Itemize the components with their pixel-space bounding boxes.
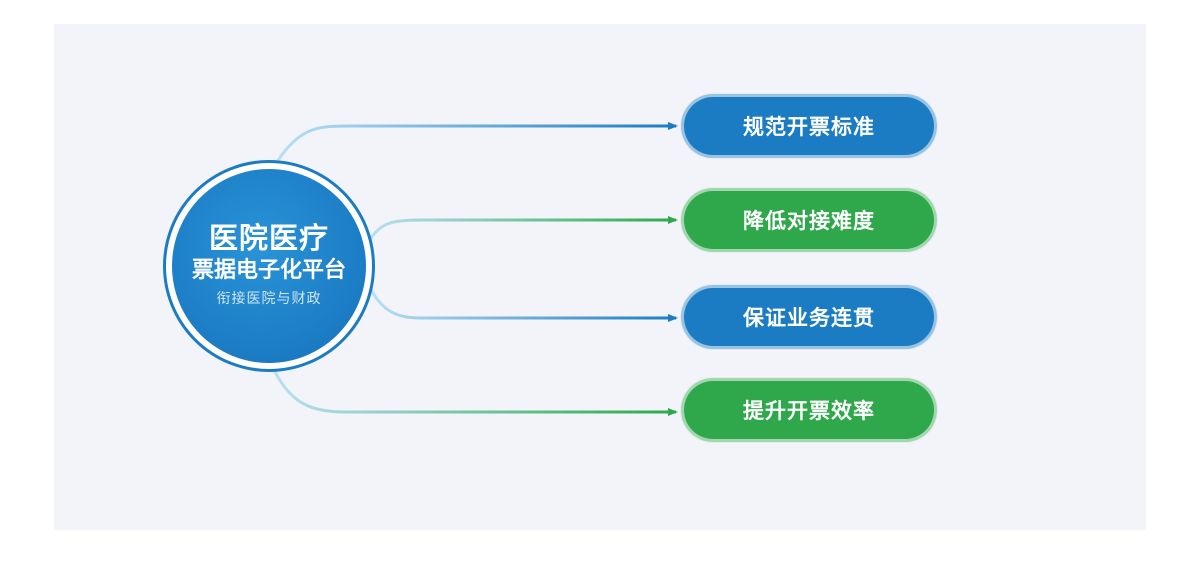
hub-note: 衔接医院与财政 xyxy=(216,291,322,307)
hub-title: 医院医疗 xyxy=(208,221,329,255)
connector-1 xyxy=(275,122,678,163)
connector-3 xyxy=(368,287,678,322)
benefit-pill-efficiency: 提升开票效率 xyxy=(681,378,937,442)
connector-4 xyxy=(273,371,678,416)
hub-subtitle: 票据电子化平台 xyxy=(191,258,346,283)
connector-2 xyxy=(368,216,678,241)
benefit-pill-reduce-difficulty: 降低对接难度 xyxy=(681,188,937,252)
hub-circle: 医院医疗 票据电子化平台 衔接医院与财政 xyxy=(172,169,366,363)
benefit-pill-continuity: 保证业务连贯 xyxy=(681,285,937,349)
benefit-pill-standardize: 规范开票标准 xyxy=(681,94,937,158)
